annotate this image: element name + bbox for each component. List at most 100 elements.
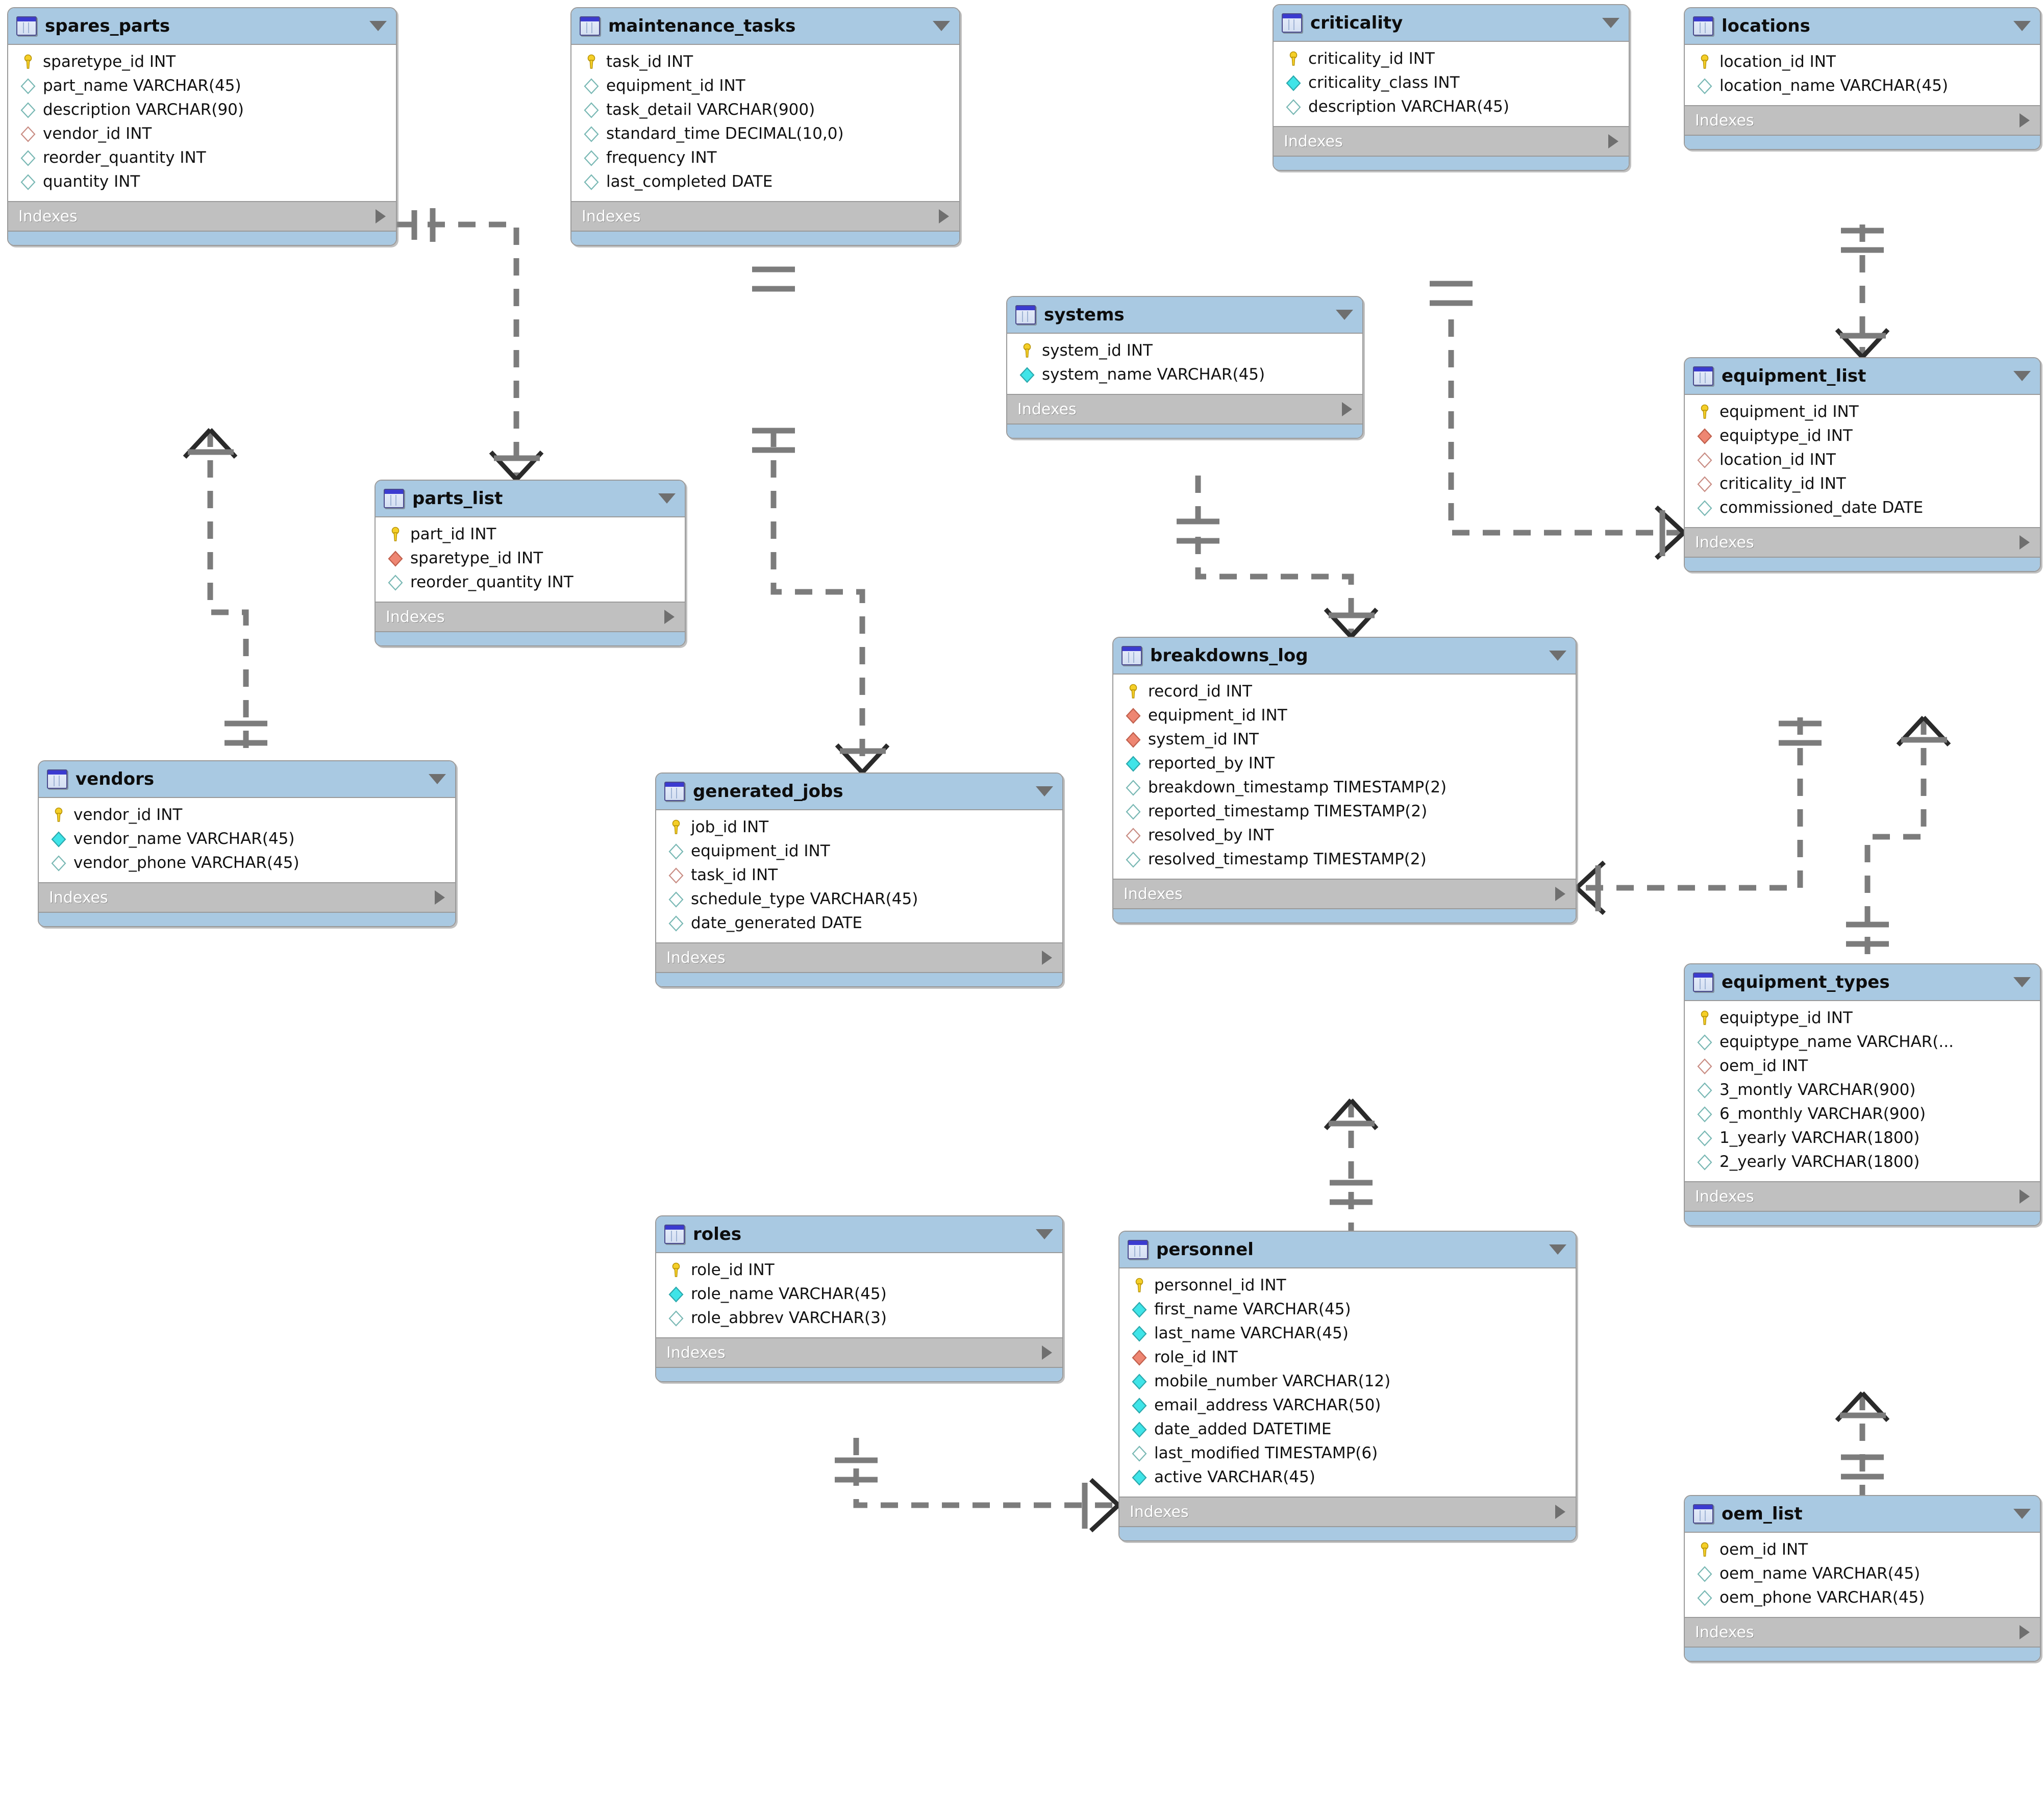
table-header-breakdowns_log[interactable]: breakdowns_log [1113, 638, 1576, 675]
table-column-row[interactable]: task_id INT [571, 50, 959, 74]
table-column-row[interactable]: date_added DATETIME [1119, 1417, 1576, 1441]
chevron-right-icon[interactable] [2020, 1625, 2030, 1639]
indexes-section-criticality[interactable]: Indexes [1274, 126, 1629, 156]
table-column-row[interactable]: last_completed DATE [571, 170, 959, 194]
table-column-row[interactable]: sparetype_id INT [8, 50, 396, 74]
table-column-row[interactable]: system_id INT [1007, 339, 1362, 363]
chevron-down-icon[interactable] [1549, 1244, 1566, 1255]
indexes-section-oem_list[interactable]: Indexes [1685, 1617, 2040, 1647]
chevron-right-icon[interactable] [1042, 951, 1052, 965]
table-column-row[interactable]: part_id INT [376, 522, 685, 546]
chevron-down-icon[interactable] [2013, 1509, 2031, 1519]
table-column-row[interactable]: equiptype_id INT [1685, 1006, 2040, 1030]
chevron-right-icon[interactable] [2020, 535, 2030, 550]
chevron-down-icon[interactable] [429, 774, 446, 784]
chevron-right-icon[interactable] [1555, 1505, 1565, 1519]
table-column-row[interactable]: role_abbrev VARCHAR(3) [656, 1306, 1062, 1330]
chevron-right-icon[interactable] [2020, 113, 2030, 128]
table-header-spares_parts[interactable]: spares_parts [8, 8, 396, 45]
table-column-row[interactable]: location_id INT [1685, 448, 2040, 472]
chevron-down-icon[interactable] [2013, 21, 2031, 31]
chevron-down-icon[interactable] [1549, 651, 1566, 661]
table-column-row[interactable]: job_id INT [656, 815, 1062, 839]
chevron-right-icon[interactable] [2020, 1189, 2030, 1204]
chevron-down-icon[interactable] [933, 21, 950, 31]
table-column-row[interactable]: reorder_quantity INT [376, 570, 685, 594]
table-column-row[interactable]: sparetype_id INT [376, 546, 685, 570]
chevron-right-icon[interactable] [1342, 402, 1352, 416]
table-header-criticality[interactable]: criticality [1274, 5, 1629, 42]
table-header-roles[interactable]: roles [656, 1216, 1062, 1253]
table-column-row[interactable]: vendor_id INT [8, 122, 396, 146]
table-column-row[interactable]: frequency INT [571, 146, 959, 170]
table-column-row[interactable]: vendor_phone VARCHAR(45) [39, 851, 455, 875]
table-column-row[interactable]: criticality_id INT [1274, 47, 1629, 71]
table-column-row[interactable]: standard_time DECIMAL(10,0) [571, 122, 959, 146]
table-column-row[interactable]: criticality_class INT [1274, 71, 1629, 95]
chevron-down-icon[interactable] [2013, 977, 2031, 987]
chevron-right-icon[interactable] [1555, 887, 1565, 901]
chevron-down-icon[interactable] [1036, 1229, 1053, 1239]
table-column-row[interactable]: 3_montly VARCHAR(900) [1685, 1078, 2040, 1102]
table-column-row[interactable]: task_id INT [656, 863, 1062, 887]
table-column-row[interactable]: oem_id INT [1685, 1054, 2040, 1078]
table-column-row[interactable]: role_id INT [656, 1258, 1062, 1282]
table-column-row[interactable]: description VARCHAR(90) [8, 98, 396, 122]
chevron-right-icon[interactable] [1042, 1345, 1052, 1360]
chevron-down-icon[interactable] [369, 21, 387, 31]
table-header-oem_list[interactable]: oem_list [1685, 1496, 2040, 1533]
table-header-generated_jobs[interactable]: generated_jobs [656, 774, 1062, 810]
table-header-vendors[interactable]: vendors [39, 761, 455, 798]
table-column-row[interactable]: commissioned_date DATE [1685, 496, 2040, 520]
indexes-section-personnel[interactable]: Indexes [1119, 1497, 1576, 1526]
table-column-row[interactable]: active VARCHAR(45) [1119, 1465, 1576, 1489]
chevron-right-icon[interactable] [1608, 134, 1618, 148]
table-column-row[interactable]: oem_phone VARCHAR(45) [1685, 1586, 2040, 1610]
table-column-row[interactable]: last_modified TIMESTAMP(6) [1119, 1441, 1576, 1465]
indexes-section-vendors[interactable]: Indexes [39, 882, 455, 912]
chevron-right-icon[interactable] [939, 209, 949, 223]
table-header-locations[interactable]: locations [1685, 8, 2040, 45]
indexes-section-spares_parts[interactable]: Indexes [8, 201, 396, 231]
table-header-equipment_list[interactable]: equipment_list [1685, 358, 2040, 395]
table-column-row[interactable]: oem_name VARCHAR(45) [1685, 1562, 2040, 1586]
table-column-row[interactable]: 6_monthly VARCHAR(900) [1685, 1102, 2040, 1126]
table-column-row[interactable]: vendor_name VARCHAR(45) [39, 827, 455, 851]
indexes-section-generated_jobs[interactable]: Indexes [656, 942, 1062, 972]
indexes-section-equipment_types[interactable]: Indexes [1685, 1181, 2040, 1211]
table-column-row[interactable]: equipment_id INT [1685, 400, 2040, 424]
table-column-row[interactable]: equiptype_name VARCHAR(... [1685, 1030, 2040, 1054]
table-column-row[interactable]: 1_yearly VARCHAR(1800) [1685, 1126, 2040, 1150]
table-column-row[interactable]: vendor_id INT [39, 803, 455, 827]
table-column-row[interactable]: reported_timestamp TIMESTAMP(2) [1113, 800, 1576, 824]
table-header-equipment_types[interactable]: equipment_types [1685, 964, 2040, 1001]
table-column-row[interactable]: last_name VARCHAR(45) [1119, 1322, 1576, 1345]
chevron-down-icon[interactable] [658, 493, 676, 504]
indexes-section-roles[interactable]: Indexes [656, 1337, 1062, 1367]
table-column-row[interactable]: system_name VARCHAR(45) [1007, 363, 1362, 387]
table-column-row[interactable]: criticality_id INT [1685, 472, 2040, 496]
table-column-row[interactable]: description VARCHAR(45) [1274, 95, 1629, 119]
indexes-section-equipment_list[interactable]: Indexes [1685, 527, 2040, 557]
table-column-row[interactable]: resolved_by INT [1113, 824, 1576, 847]
indexes-section-parts_list[interactable]: Indexes [376, 602, 685, 631]
table-column-row[interactable]: 2_yearly VARCHAR(1800) [1685, 1150, 2040, 1174]
chevron-right-icon[interactable] [435, 890, 445, 905]
table-column-row[interactable]: record_id INT [1113, 680, 1576, 704]
table-column-row[interactable]: date_generated DATE [656, 911, 1062, 935]
indexes-section-maintenance_tasks[interactable]: Indexes [571, 201, 959, 231]
table-column-row[interactable]: email_address VARCHAR(50) [1119, 1393, 1576, 1417]
table-column-row[interactable]: first_name VARCHAR(45) [1119, 1298, 1576, 1322]
table-column-row[interactable]: reorder_quantity INT [8, 146, 396, 170]
chevron-down-icon[interactable] [1036, 786, 1053, 796]
table-header-maintenance_tasks[interactable]: maintenance_tasks [571, 8, 959, 45]
indexes-section-systems[interactable]: Indexes [1007, 394, 1362, 423]
table-column-row[interactable]: schedule_type VARCHAR(45) [656, 887, 1062, 911]
